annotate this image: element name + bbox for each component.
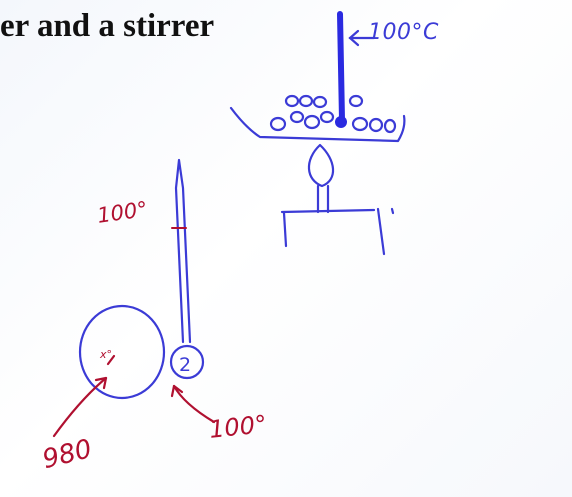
stand-top [280, 208, 376, 214]
arrow-right-head [170, 384, 184, 398]
burner-flame [307, 143, 335, 214]
bubble [348, 94, 364, 108]
bubble [298, 94, 314, 108]
thermometer-top-stem [337, 11, 345, 123]
bubble [312, 95, 328, 109]
bubble [383, 118, 397, 134]
circle-shapes [78, 304, 205, 400]
flame-outline [307, 143, 335, 188]
pointer-arrow-top-head [348, 29, 360, 47]
pointer-arrow-top [348, 29, 376, 47]
inner-circle-tick [106, 354, 116, 366]
thermometer-top [335, 11, 347, 128]
bubble [351, 116, 369, 132]
right-arrow-value-label: 100° [207, 409, 269, 444]
bubble [269, 116, 287, 132]
red-arrows [52, 354, 216, 438]
circle-number-label: 2 [179, 354, 192, 376]
arrow-left-shaft [52, 376, 108, 438]
thermometer-tall [174, 158, 192, 344]
arrow-right-shaft [172, 384, 216, 424]
bubble [319, 110, 335, 124]
stand-leg-right [376, 207, 386, 256]
stand-leg-left [282, 211, 288, 248]
thermometer-tall-tube [174, 158, 192, 344]
slide-heading: er and a stirrer [0, 8, 215, 44]
thermometer-top-bulb [335, 116, 347, 128]
inner-circle-mark: x° [100, 348, 113, 361]
top-temperature-label: 100°C [368, 20, 439, 45]
bubble [303, 114, 321, 130]
beaker-with-bubbles [229, 94, 406, 143]
bubble [368, 117, 384, 133]
small-numbered-circle [169, 344, 205, 380]
bubble [289, 110, 305, 124]
arrow-left-head [94, 376, 108, 390]
stand [280, 207, 395, 256]
large-circle [78, 304, 166, 400]
stand-mark [390, 207, 395, 215]
beaker-outline [229, 106, 406, 143]
bubble [284, 94, 300, 108]
